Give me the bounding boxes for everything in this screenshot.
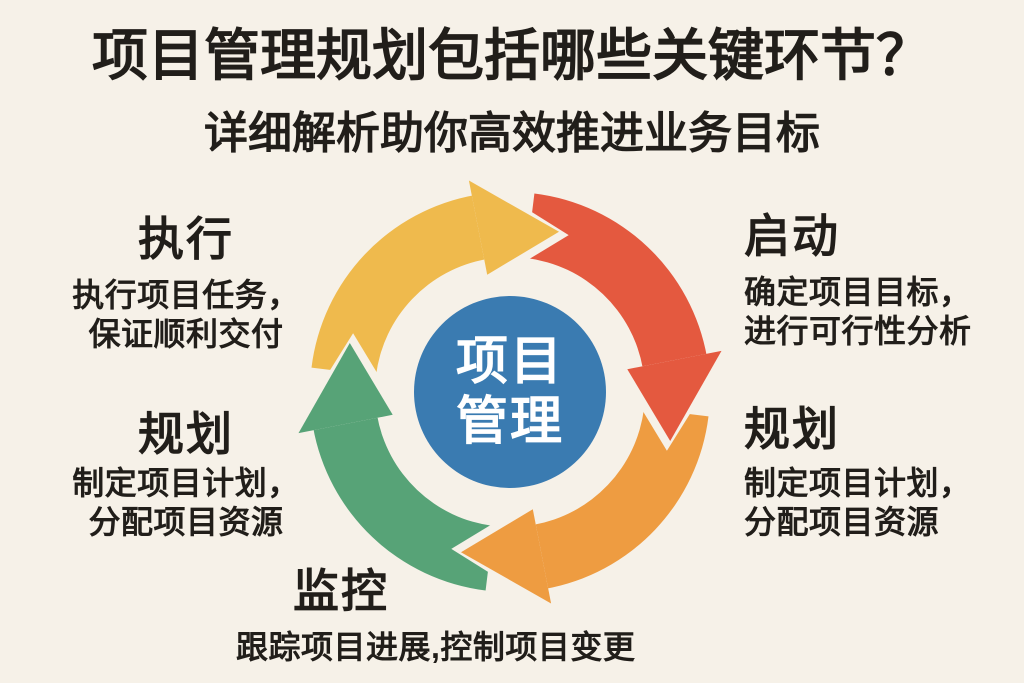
center-label: 项目 管理 (290, 172, 730, 612)
center-label-line2: 管理 (455, 393, 564, 451)
stage-initiation-desc-line1: 确定项目目标， (744, 274, 972, 310)
cycle-diagram: 项目 管理 (290, 172, 730, 612)
center-circle (414, 296, 606, 488)
arrow-top-yellow-head (468, 180, 559, 275)
stage-monitoring-title: 监控 (293, 565, 389, 617)
stage-execution-desc: 执行项目任务，保证顺利交付 (50, 276, 322, 354)
arrow-right-red-body (526, 193, 707, 369)
stage-planning-left-title: 规划 (138, 408, 234, 460)
stage-monitoring-desc: 跟踪项目进展,控制项目变更 (236, 629, 636, 665)
arrow-bottom-orange-body (533, 408, 709, 589)
stage-initiation-desc: 确定项目目标，进行可行性分析 (744, 273, 1024, 351)
stage-planning-right-desc-line2: 分配项目资源 (744, 504, 940, 540)
stage-planning-right-title: 规划 (744, 403, 840, 455)
stage-execution-desc-line1: 执行项目任务， (72, 277, 300, 313)
arrow-bottom-orange-head (461, 509, 552, 604)
stage-planning-left-desc: 制定项目计划，分配项目资源 (50, 464, 322, 542)
stage-execution-title: 执行 (138, 213, 234, 265)
cycle-arrows-graphic (290, 172, 730, 612)
page-title: 项目管理规划包括哪些关键环节？ (92, 24, 932, 87)
stage-initiation-title: 启动 (744, 210, 840, 262)
center-label-line1: 项目 (455, 333, 564, 391)
stage-initiation-desc-line2: 进行可行性分析 (744, 313, 972, 349)
stage-execution-desc-line2: 保证顺利交付 (88, 316, 284, 352)
stage-planning-right-desc: 制定项目计划，分配项目资源 (744, 464, 1024, 542)
arrow-left-green-body (313, 415, 494, 591)
arrow-top-yellow-body (311, 195, 487, 376)
stage-planning-right-desc-line1: 制定项目计划， (744, 465, 972, 501)
arrow-right-red-head (627, 350, 722, 441)
arrow-left-green-head (298, 343, 393, 434)
stage-planning-left-desc-line1: 制定项目计划， (72, 465, 300, 501)
stage-planning-left-desc-line2: 分配项目资源 (88, 504, 284, 540)
page-subtitle: 详细解析助你高效推进业务目标 (204, 109, 820, 158)
